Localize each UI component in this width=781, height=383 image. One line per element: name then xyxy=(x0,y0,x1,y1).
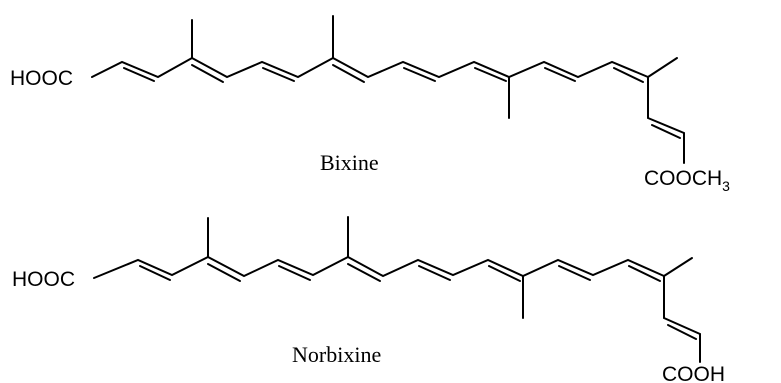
bixine-ester-tail xyxy=(647,76,685,164)
norbixine-methyl-groups xyxy=(207,216,693,319)
norbixine-left-group: HOOC xyxy=(12,268,75,291)
bixine-caption: Bixine xyxy=(320,150,379,175)
norbixine-acid-tail xyxy=(663,275,701,363)
norbixine-right-group: COOH xyxy=(662,363,725,383)
norbixine-right-group-main: COOH xyxy=(662,363,725,383)
bixine-right-group: COOCH3 xyxy=(644,167,730,194)
bixine-structure: HOOC COOCH3 Bixine xyxy=(10,15,730,194)
norbixine-backbone xyxy=(93,255,665,279)
bixine-right-group-main: COOCH xyxy=(644,167,722,190)
bixine-backbone xyxy=(91,56,649,79)
bixine-left-group: HOOC xyxy=(10,67,73,90)
bixine-right-group-subscript: 3 xyxy=(722,178,730,194)
norbixine-structure: HOOC COOH Norbixine xyxy=(12,216,725,383)
norbixine-caption: Norbixine xyxy=(292,342,381,367)
bixine-methyl-groups xyxy=(191,15,678,119)
bixine-double-bonds xyxy=(123,64,644,83)
norbixine-double-bonds xyxy=(139,263,661,282)
